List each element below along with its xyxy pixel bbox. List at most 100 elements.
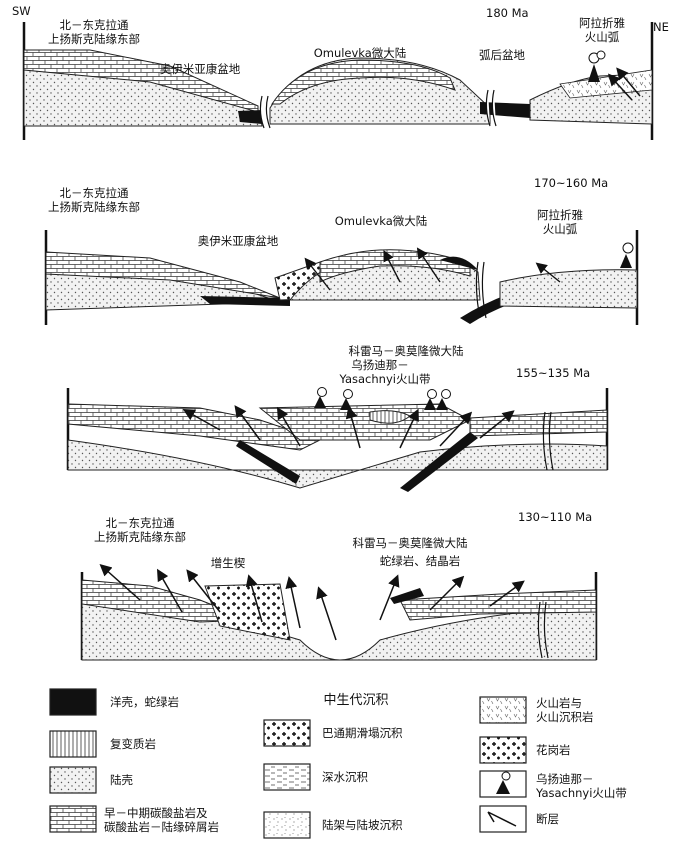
legend-label-volcanic-2: 火山沉积岩 <box>536 710 594 724</box>
p2-label-omulevka: Omulevka微大陆 <box>334 214 428 228</box>
p1-fault-1 <box>616 67 641 97</box>
p4-label-ophiolite: 蛇绿岩、结晶岩 <box>379 554 461 568</box>
legend-label-shelf: 陆架与陆坡沉积 <box>322 818 403 832</box>
p2-label-arc1: 阿拉折雅 <box>537 208 583 222</box>
legend-label-volcanic-1: 火山岩与 <box>536 696 582 710</box>
p2-carbonate-mid <box>319 249 471 283</box>
p3-plume-1 <box>317 387 327 397</box>
p4-fault-2 <box>156 568 183 613</box>
p3-fault-6 <box>439 411 473 447</box>
p1-label-backarc: 弧后盆地 <box>479 48 525 62</box>
legend-label-granite: 花岗岩 <box>536 743 571 757</box>
p1-label-arc1: 阿拉折雅 <box>579 16 625 30</box>
p3-volcano-4 <box>436 398 448 410</box>
p1-oceanic-left <box>238 110 262 124</box>
legend-label-bathonian: 巴通期滑塌沉积 <box>322 726 403 740</box>
legend-swatches <box>49 688 527 839</box>
legend-label-oceanic: 洋壳，蛇绿岩 <box>110 695 179 709</box>
legend-swatch-bathonian <box>263 719 311 747</box>
p1-break-2 <box>485 89 497 127</box>
p2-fault-4 <box>535 262 561 283</box>
p3-label-uyandina: 乌扬迪那－ <box>351 358 409 372</box>
p1-carbonate-left <box>23 49 259 113</box>
legend-label-polymetamorphic: 复变质岩 <box>110 737 156 751</box>
p1-label-margin: 上扬斯克陆缘东部 <box>48 32 140 46</box>
p1-volcano <box>588 64 600 82</box>
p3-label-kolyma: 科雷马－奥莫隆微大陆 <box>348 344 464 358</box>
p3-age: 155~135 Ma <box>516 366 591 380</box>
p4-label-kolyma: 科雷马－奥莫隆微大陆 <box>352 536 468 550</box>
p3-volcano-2 <box>340 398 352 410</box>
p1-carbonate-mid <box>271 59 456 105</box>
legend-label-carbonate-1: 早－中期碳酸盐岩及 <box>104 806 208 820</box>
p1-plume-2 <box>596 50 606 60</box>
p2-fault-1 <box>304 257 331 291</box>
p2-fault-3 <box>416 247 441 283</box>
p1-side-left: SW <box>12 4 31 18</box>
legend-swatch-carbonate <box>49 805 97 833</box>
p4-age: 130~110 Ma <box>518 510 593 524</box>
p1-label-basin: 奥伊米亚康盆地 <box>159 62 241 76</box>
legend-label-volcanic-belt-2: Yasachnyi火山带 <box>536 786 627 800</box>
legend-fault-icon <box>487 811 517 827</box>
p4-fault-5 <box>285 576 301 629</box>
legend-label-deepwater: 深水沉积 <box>322 770 368 784</box>
p4-fault-9 <box>489 580 525 607</box>
p2-oceanic-wedge <box>440 256 478 270</box>
p3-fault-4 <box>345 406 361 449</box>
legend-swatch-polymetamorphic <box>49 730 97 758</box>
p4-break <box>537 601 549 659</box>
legend-label-fault: 断层 <box>536 812 559 826</box>
p1-label-omulevka: Omulevka微大陆 <box>313 46 407 60</box>
p4-label-craton: 北－东克拉通 <box>105 516 175 530</box>
p3-fault-5 <box>399 408 419 449</box>
legend-plume-icon <box>501 771 511 781</box>
p4-fault-3 <box>186 569 221 613</box>
legend-swatch-granite <box>479 736 527 764</box>
panel-155-135ma <box>66 387 609 492</box>
p3-volcano-3 <box>424 398 436 410</box>
p3-carbonate-left <box>67 403 322 451</box>
p1-break-1 <box>259 95 271 129</box>
p2-crust-right <box>499 269 638 309</box>
p2-label-basin: 奥伊米亚康盆地 <box>197 234 279 248</box>
p1-fault-2 <box>607 73 633 101</box>
p3-plume-3 <box>427 389 437 399</box>
p1-label-craton: 北－东克拉通 <box>59 18 129 32</box>
p1-age: 180 Ma <box>486 6 529 20</box>
panel-170-160ma <box>44 230 639 325</box>
p3-plume-4 <box>441 389 451 399</box>
legend-swatch-oceanic <box>49 688 97 716</box>
panel-180ma <box>22 22 654 140</box>
p4-label-margin: 上扬斯克陆缘东部 <box>94 530 186 544</box>
legend-label-continental: 陆壳 <box>110 773 133 787</box>
p3-carbonate-right <box>469 409 608 437</box>
p4-oceanic <box>390 588 424 604</box>
p4-carbonate-right <box>399 589 597 621</box>
p3-fault-1 <box>182 409 221 431</box>
p4-fault-6 <box>316 586 337 641</box>
p3-volcano-1 <box>314 396 326 408</box>
p3-oceanic-left <box>236 440 300 484</box>
p3-fault-7 <box>479 410 515 439</box>
legend-swatch-volcanic <box>479 696 527 724</box>
p2-fault-2 <box>383 250 401 283</box>
p3-plume-2 <box>343 389 353 399</box>
p4-label-wedge: 增生楔 <box>210 556 246 570</box>
p3-break <box>542 411 554 471</box>
p4-fault-1 <box>99 564 141 601</box>
legend-swatch-deepwater <box>263 763 311 791</box>
legend-header: 中生代沉积 <box>323 693 389 708</box>
p2-label-craton: 北－东克拉通 <box>59 186 129 200</box>
p3-fault-3 <box>276 406 301 447</box>
p2-label-margin: 上扬斯克陆缘东部 <box>48 200 140 214</box>
p3-oceanic-right <box>400 432 478 492</box>
legend-label-volcanic-belt-1: 乌扬迪那－ <box>536 772 594 786</box>
p2-age: 170~160 Ma <box>534 176 609 190</box>
p2-volcano <box>620 254 632 268</box>
legend-label-carbonate-2: 碳酸盐岩－陆缘碎屑岩 <box>104 820 219 834</box>
p3-crust-full <box>67 439 608 489</box>
p2-oceanic-left <box>200 296 290 306</box>
p1-side-right: NE <box>653 20 669 34</box>
